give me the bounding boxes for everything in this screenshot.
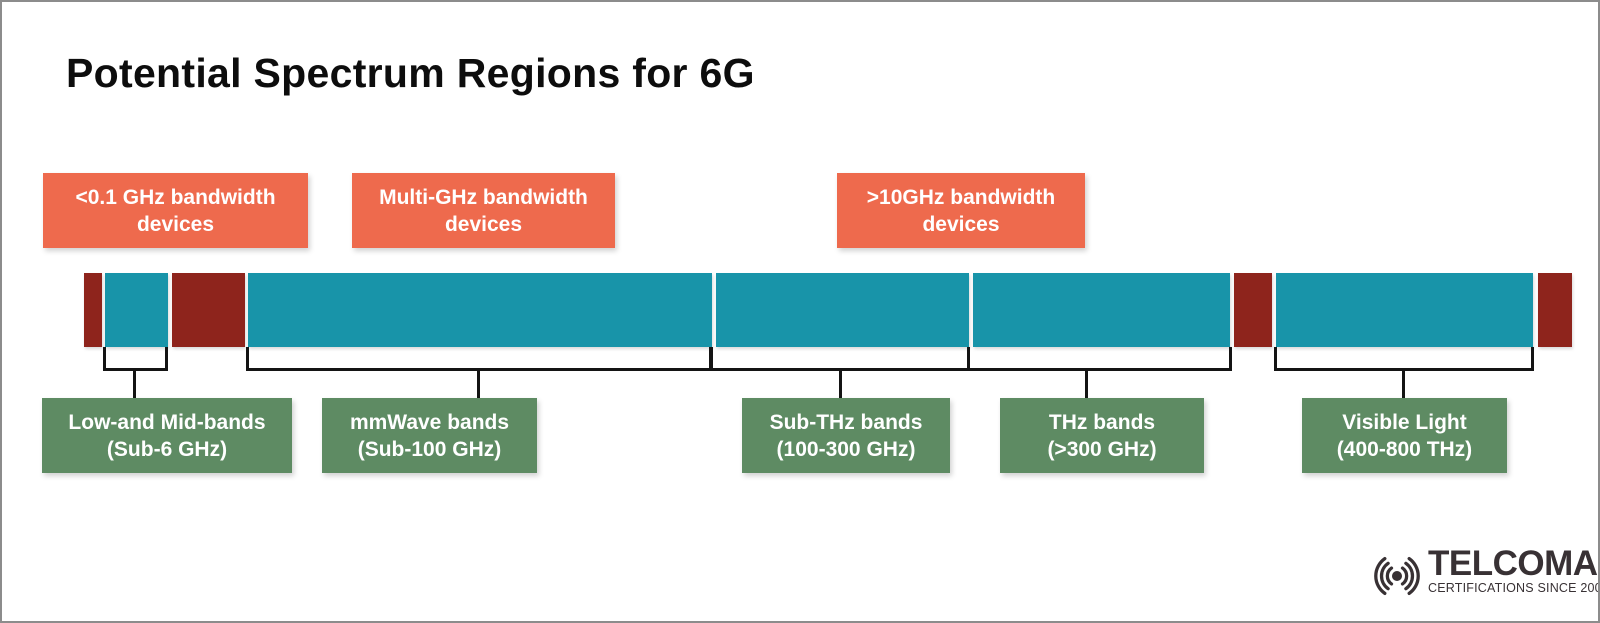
logo-tagline: CERTIFICATIONS SINCE 2009 (1428, 581, 1600, 595)
device-box-line2: devices (136, 212, 215, 236)
bracket-horizontal (103, 368, 168, 371)
bracket-stem (133, 371, 136, 398)
spectrum-segment (105, 273, 168, 347)
spectrum-segment (172, 273, 245, 347)
device-box-line1: Multi-GHz bandwidth (379, 185, 588, 209)
spectrum-segment (248, 273, 712, 347)
bracket-vertical (165, 347, 168, 368)
spectrum-segment (1276, 273, 1533, 347)
band-box-low-mid-bands: Low-and Mid-bands (Sub-6 GHz) (42, 398, 292, 473)
band-box-line1: Visible Light (1342, 410, 1467, 434)
device-box-over-10ghz: >10GHz bandwidth devices (837, 173, 1085, 248)
band-box-thz: THz bands (>300 GHz) (1000, 398, 1204, 473)
spectrum-segment (973, 273, 1230, 347)
band-box-mmwave: mmWave bands (Sub-100 GHz) (322, 398, 537, 473)
spectrum-segment (84, 273, 102, 347)
telcoma-logo: TELCOMA CERTIFICATIONS SINCE 2009 (1368, 544, 1600, 601)
bracket-stem (477, 371, 480, 398)
band-box-line2: (400-800 THz) (1336, 437, 1473, 461)
spectrum-segment (1234, 273, 1272, 347)
spectrum-segment (1538, 273, 1572, 347)
band-box-line1: THz bands (1048, 410, 1156, 434)
bracket-horizontal (246, 368, 1232, 371)
band-box-line1: Sub-THz bands (769, 410, 923, 434)
bracket-stem (839, 371, 842, 398)
page-title: Potential Spectrum Regions for 6G (66, 50, 755, 96)
bracket-vertical (967, 347, 970, 368)
spectrum-segment (716, 273, 969, 347)
device-box-multi-ghz: Multi-GHz bandwidth devices (352, 173, 615, 248)
band-box-sub-thz: Sub-THz bands (100-300 GHz) (742, 398, 950, 473)
band-box-line1: Low-and Mid-bands (68, 410, 266, 434)
bracket-horizontal (1274, 368, 1534, 371)
bracket-stem (1085, 371, 1088, 398)
device-box-sub-0.1ghz: <0.1 GHz bandwidth devices (43, 173, 308, 248)
band-box-line2: (>300 GHz) (1047, 437, 1157, 461)
logo-brand: TELCOMA (1428, 544, 1598, 583)
band-box-line2: (Sub-6 GHz) (106, 437, 228, 461)
band-box-line1: mmWave bands (349, 410, 510, 434)
band-box-line2: (100-300 GHz) (776, 437, 916, 461)
logo-text: TELCOMA CERTIFICATIONS SINCE 2009 (1428, 544, 1600, 595)
bracket-vertical (1274, 347, 1277, 368)
bracket-vertical (103, 347, 106, 368)
device-box-line2: devices (922, 212, 1000, 236)
device-box-line2: devices (444, 212, 523, 236)
band-box-line2: (Sub-100 GHz) (357, 437, 502, 461)
bracket-vertical (246, 347, 249, 368)
bracket-vertical (1531, 347, 1534, 368)
bracket-vertical (709, 347, 713, 368)
device-box-line1: <0.1 GHz bandwidth (75, 185, 276, 209)
bracket-stem (1402, 371, 1405, 398)
band-box-visible-light: Visible Light (400-800 THz) (1302, 398, 1507, 473)
device-box-line1: >10GHz bandwidth (866, 185, 1056, 209)
bracket-vertical (1229, 347, 1232, 368)
signal-waves-icon (1374, 556, 1420, 596)
